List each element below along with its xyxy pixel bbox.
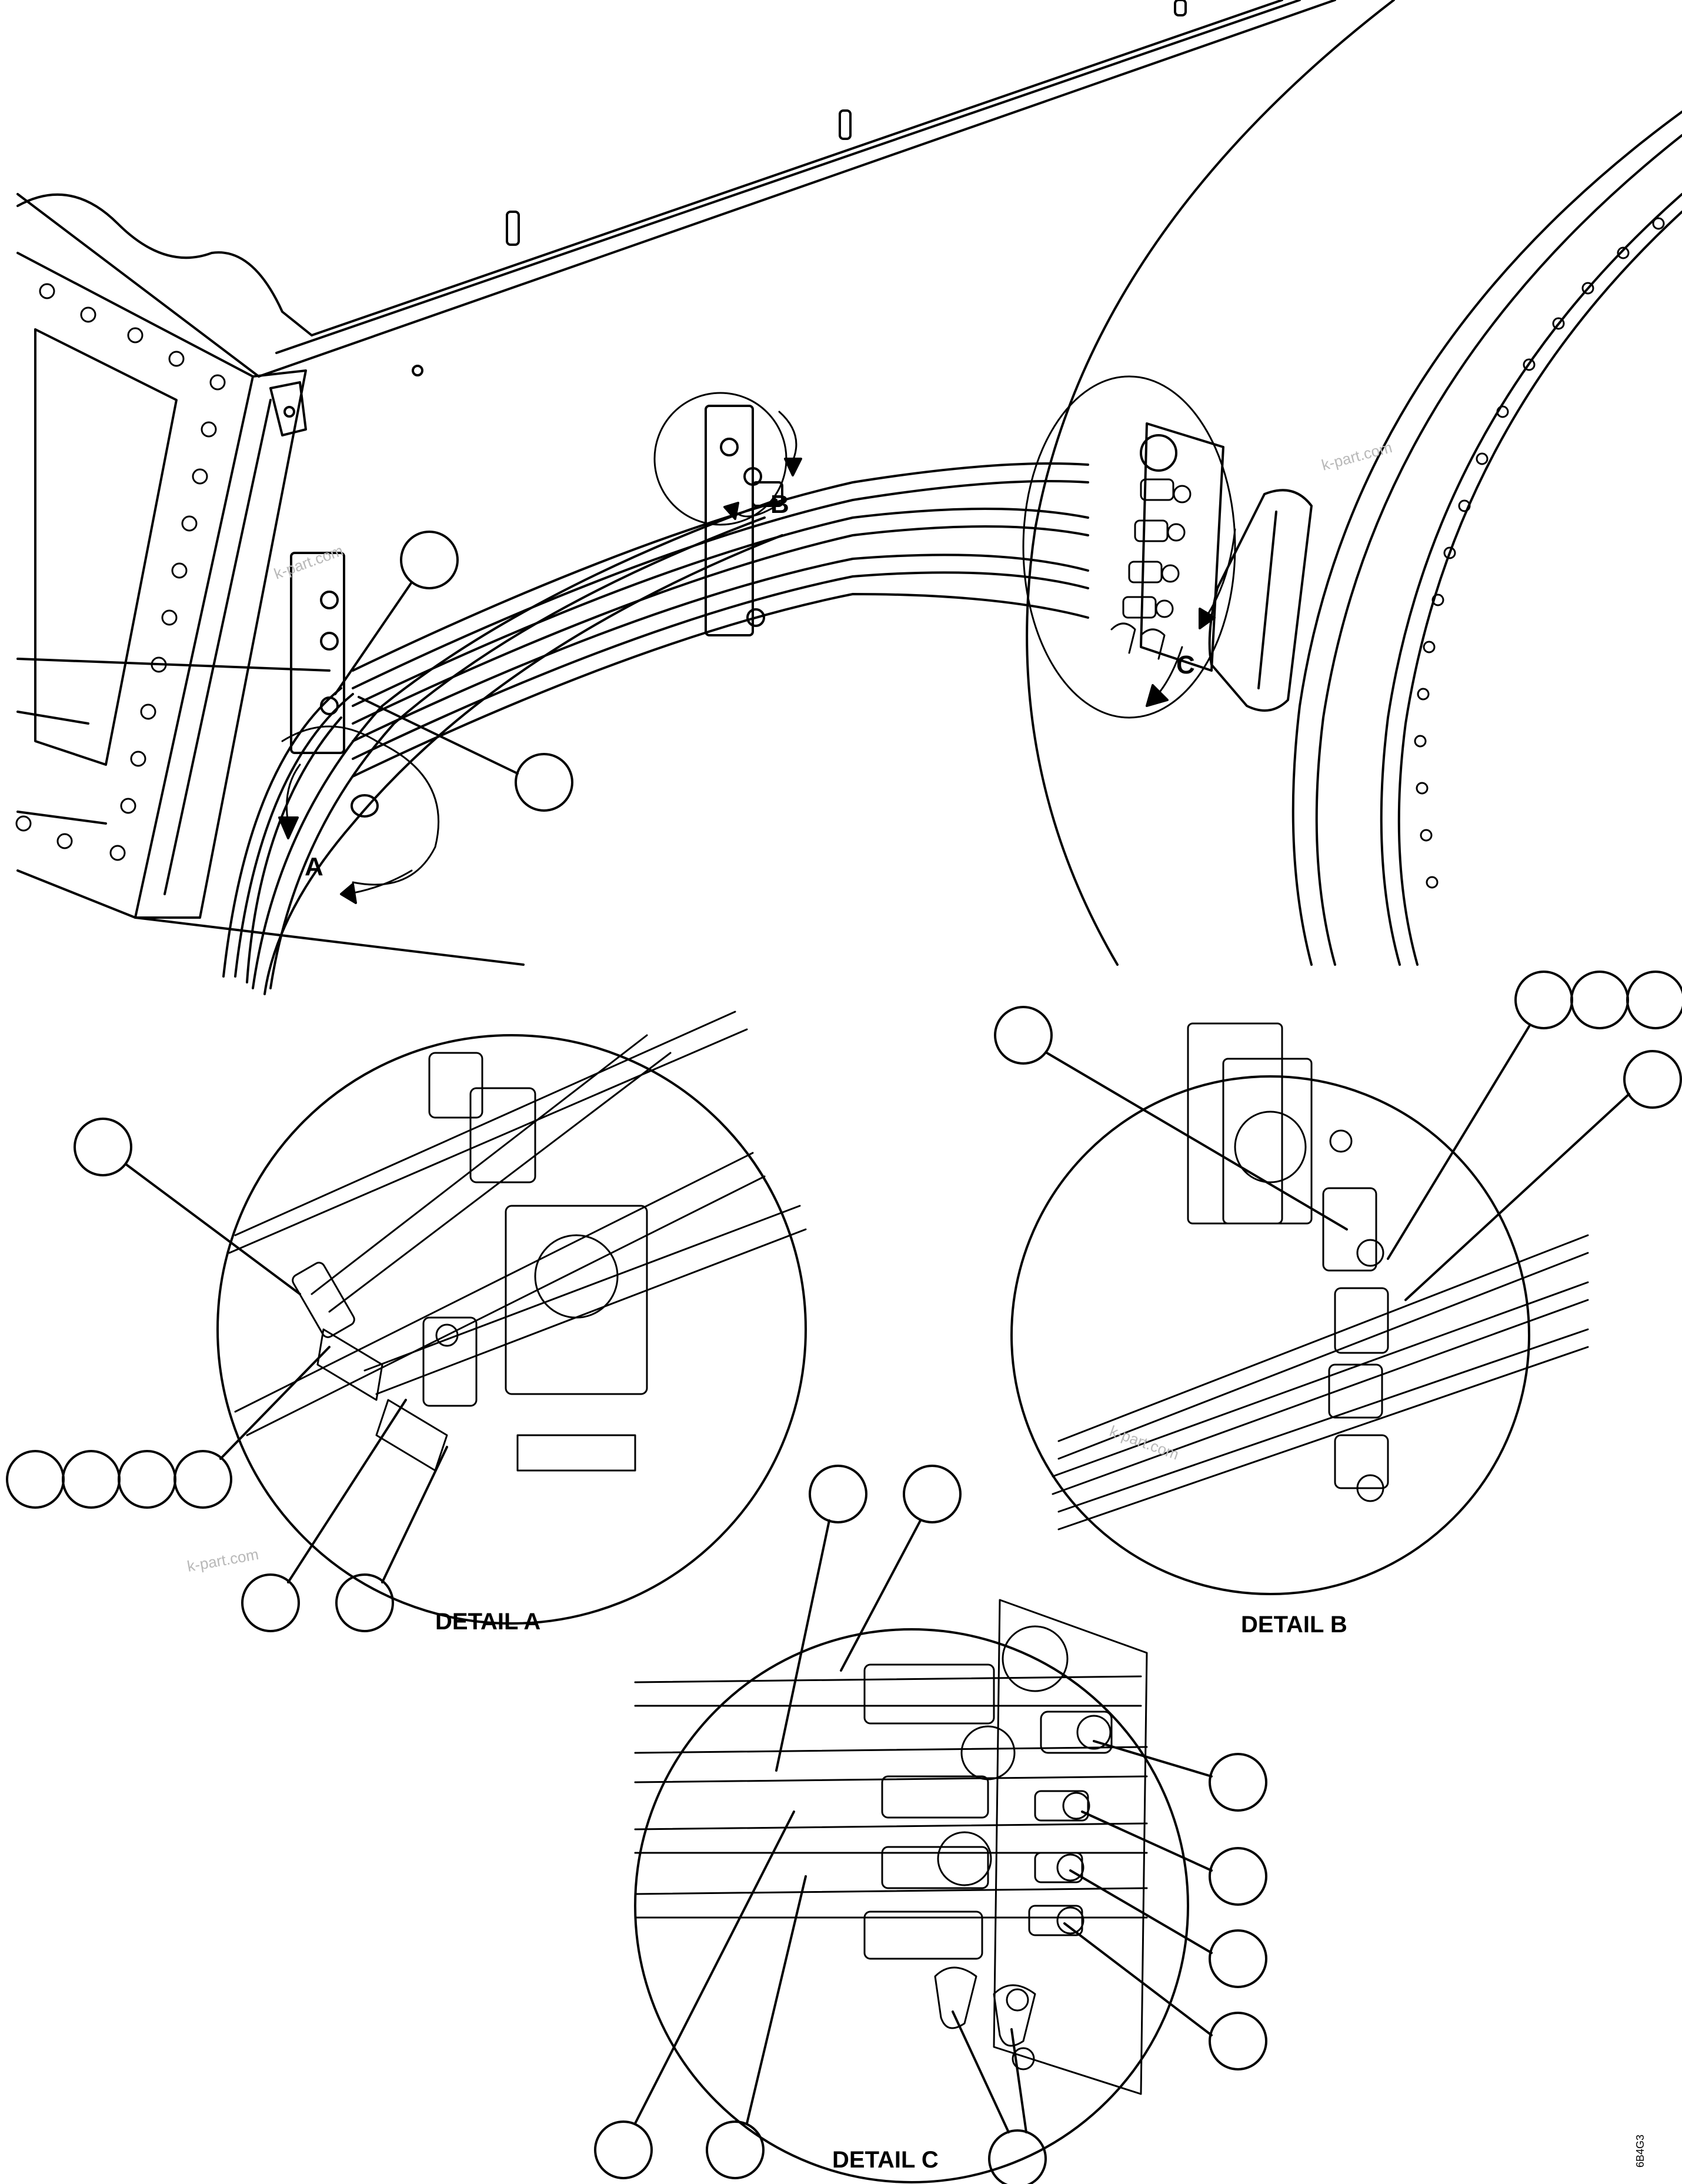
callout-detail-a-3 — [62, 1450, 121, 1509]
detail-b — [994, 971, 1682, 1595]
callout-main-2 — [515, 753, 573, 812]
callout-detail-a-6 — [241, 1573, 300, 1632]
watermark-detail-a: k-part.com — [186, 1545, 260, 1575]
callout-detail-a-4 — [118, 1450, 176, 1509]
detail-a-label: DETAIL A — [435, 1609, 540, 1635]
callout-detail-b-1 — [994, 1006, 1053, 1065]
callout-detail-c-6 — [1209, 2012, 1267, 2070]
callout-detail-a-2 — [6, 1450, 65, 1509]
watermark-main-right: k-part.com — [1320, 438, 1394, 474]
callout-detail-c-4 — [1209, 1847, 1267, 1906]
view-letter-a: A — [305, 852, 323, 881]
callout-detail-b-2 — [1514, 971, 1573, 1029]
callout-detail-c-1 — [809, 1465, 867, 1523]
detail-c — [594, 1465, 1267, 2184]
callout-detail-c-8 — [706, 2120, 765, 2179]
view-letter-c: C — [1176, 651, 1195, 679]
callout-detail-c-2 — [903, 1465, 962, 1523]
watermark-detail-b: k-part.com — [1107, 1422, 1182, 1463]
callout-detail-c-5 — [1209, 1929, 1267, 1988]
callout-detail-a-1 — [74, 1118, 132, 1176]
detail-c-label: DETAIL C — [832, 2147, 939, 2173]
callout-detail-c-7 — [594, 2120, 653, 2179]
watermark-main-left: k-part.com — [272, 541, 346, 582]
callout-detail-b-4 — [1626, 971, 1682, 1029]
callout-detail-b-3 — [1570, 971, 1629, 1029]
figure-code: 6B4G3 — [1634, 2135, 1646, 2168]
detail-b-label: DETAIL B — [1241, 1612, 1347, 1638]
detail-a — [6, 1011, 807, 1632]
callout-detail-a-5 — [173, 1450, 232, 1509]
main-view — [15, 0, 1682, 995]
callout-detail-c-9 — [988, 2129, 1047, 2184]
callout-detail-c-3 — [1209, 1753, 1267, 1812]
view-letter-b: B — [770, 490, 789, 519]
callout-detail-a-7 — [335, 1573, 394, 1632]
callout-main-1 — [400, 531, 459, 589]
callout-detail-b-5 — [1623, 1050, 1682, 1109]
